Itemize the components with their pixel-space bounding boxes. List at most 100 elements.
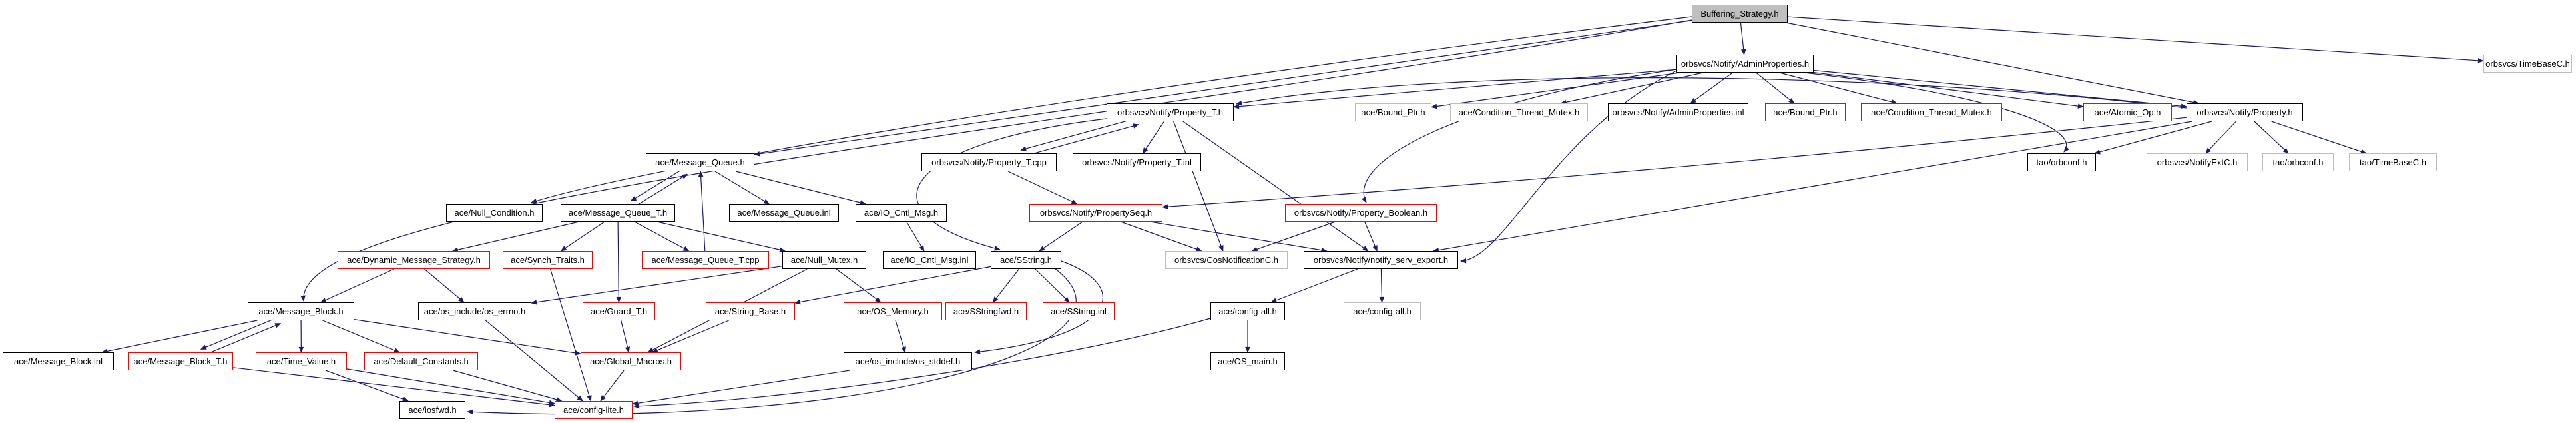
- node-sstring-h[interactable]: ace/SString.h: [991, 251, 1061, 269]
- edge-os_memory-to-os_stddef: [895, 320, 906, 353]
- edge-io_cntl_msg_h-to-io_cntl_msg_inl: [906, 221, 925, 252]
- edge-serv_export-to-config_all_gray: [1379, 268, 1385, 303]
- node-adminprops[interactable]: orbsvcs/Notify/AdminProperties.h: [1676, 55, 1814, 73]
- edge-time_value-to-config_lite: [346, 368, 555, 406]
- node-message-queue-h[interactable]: ace/Message_Queue.h: [646, 153, 754, 171]
- node-bound-ptr-gray[interactable]: ace/Bound_Ptr.h: [1355, 103, 1431, 121]
- edge-dynamic_msg-to-message_block_h: [320, 268, 395, 303]
- node-bound-ptr-red[interactable]: ace/Bound_Ptr.h: [1765, 103, 1846, 121]
- node-cond-mutex-gray[interactable]: ace/Condition_Thread_Mutex.h: [1450, 103, 1588, 121]
- node-dynamic-msg[interactable]: ace/Dynamic_Message_Strategy.h: [338, 251, 490, 269]
- edge-message_queue_h-to-message_queue_inl: [714, 171, 770, 205]
- node-timebasec-far[interactable]: orbsvcs/TimeBaseC.h: [2483, 55, 2572, 73]
- node-time-value[interactable]: ace/Time_Value.h: [256, 352, 347, 370]
- edge-property_boolean-to-cosnotificationc: [1251, 221, 1336, 252]
- node-synch-traits[interactable]: ace/Synch_Traits.h: [503, 251, 593, 269]
- node-cosnotificationc[interactable]: orbsvcs/CosNotificationC.h: [1165, 251, 1288, 269]
- node-null-mutex[interactable]: ace/Null_Mutex.h: [782, 251, 866, 269]
- node-io-cntl-msg-inl[interactable]: ace/IO_Cntl_Msg.inl: [883, 251, 976, 269]
- node-cond-mutex-red[interactable]: ace/Condition_Thread_Mutex.h: [1861, 103, 2002, 121]
- node-property-boolean[interactable]: orbsvcs/Notify/Property_Boolean.h: [1285, 204, 1437, 222]
- edge-message_queue_h-to-io_cntl_msg_h: [735, 171, 866, 205]
- node-global-macros[interactable]: ace/Global_Macros.h: [581, 352, 681, 370]
- node-sstring-inl[interactable]: ace/SString.inl: [1043, 302, 1115, 320]
- edge-message_block_h-to-message_block_inl: [101, 320, 258, 354]
- edge-config_all_black-to-config_lite: [633, 318, 1211, 409]
- edge-message_queue_t_h-to-guard_t: [616, 221, 622, 303]
- node-os-stddef[interactable]: ace/os_include/os_stddef.h: [844, 352, 972, 370]
- edge-adminprops-to-property_t_h: [1233, 69, 1677, 109]
- node-io-cntl-msg-h[interactable]: ace/IO_Cntl_Msg.h: [856, 204, 947, 222]
- edge-property_t_h-to-cosnotificationc: [1173, 121, 1224, 252]
- edge-sstring_h-to-string_base: [794, 266, 991, 305]
- edge-property_t_cpp-to-propertyseq: [1007, 171, 1078, 205]
- edge-sstring_h-to-sstringfwd: [992, 268, 1019, 303]
- edge-buffering-to-timebasec_far: [1787, 16, 2484, 63]
- node-tao-timebasec[interactable]: tao/TimeBaseC.h: [2349, 153, 2437, 171]
- node-null-condition[interactable]: ace/Null_Condition.h: [446, 204, 543, 222]
- edge-os_stddef-to-config_lite: [632, 370, 850, 406]
- node-string-base[interactable]: ace/String_Base.h: [706, 302, 795, 320]
- node-mq-t-cpp[interactable]: ace/Message_Queue_T.cpp: [642, 251, 769, 269]
- node-atomic-op[interactable]: ace/Atomic_Op.h: [2083, 103, 2172, 121]
- edge-message_block_h-to-default_constants: [322, 320, 400, 353]
- node-notifyextc[interactable]: orbsvcs/NotifyExtC.h: [2147, 153, 2248, 171]
- node-tao-orbconf-black[interactable]: tao/orbconf.h: [2027, 153, 2096, 171]
- node-buffering[interactable]: Buffering_Strategy.h: [1692, 5, 1788, 23]
- node-message-queue-inl[interactable]: ace/Message_Queue.inl: [729, 204, 839, 222]
- node-message-block-t[interactable]: ace/Message_Block_T.h: [128, 352, 233, 370]
- node-sstringfwd[interactable]: ace/SStringfwd.h: [945, 302, 1027, 320]
- node-property-h[interactable]: orbsvcs/Notify/Property.h: [2187, 103, 2303, 121]
- edge-property_t_h-to-serv_export: [1182, 121, 1369, 252]
- node-tao-orbconf-gray[interactable]: tao/orbconf.h: [2262, 153, 2334, 171]
- node-message-block-inl[interactable]: ace/Message_Block.inl: [3, 352, 114, 370]
- node-adminprops-inl[interactable]: orbsvcs/Notify/AdminProperties.inl: [1608, 103, 1748, 121]
- edge-adminprops-to-cond_mutex_gray: [1560, 72, 1704, 105]
- edge-property_h-to-tao_timebasec: [2271, 121, 2367, 154]
- node-config-all-gray[interactable]: ace/config-all.h: [1344, 302, 1421, 320]
- node-os-errno[interactable]: ace/os_include/os_errno.h: [418, 302, 531, 320]
- edge-adminprops-to-bound_ptr_gray: [1431, 72, 1680, 109]
- edge-synch_traits-to-config_lite: [550, 268, 592, 402]
- node-serv-export[interactable]: orbsvcs/Notify/notify_serv_export.h: [1304, 251, 1458, 269]
- edge-message_block_h-to-global_macros: [354, 319, 581, 356]
- node-property-t-inl[interactable]: orbsvcs/Notify/Property_T.inl: [1073, 153, 1201, 171]
- node-message-queue-t-h[interactable]: ace/Message_Queue_T.h: [561, 204, 675, 222]
- edge-property_boolean-to-serv_export: [1364, 221, 1378, 252]
- edge-message_block_h-to-message_block_t: [200, 316, 278, 350]
- node-property-t-cpp[interactable]: orbsvcs/Notify/Property_T.cpp: [921, 153, 1057, 171]
- edge-message_block_t-to-message_block_h: [203, 323, 282, 356]
- edge-os_errno-to-config_lite: [485, 320, 583, 402]
- edge-property_t_h-to-sstring_h: [916, 118, 1107, 251]
- edge-buffering-to-adminprops: [1740, 22, 1746, 55]
- node-message-block-h[interactable]: ace/Message_Block.h: [248, 302, 354, 320]
- node-property-t-h[interactable]: orbsvcs/Notify/Property_T.h: [1107, 103, 1234, 121]
- node-os-main[interactable]: ace/OS_main.h: [1210, 352, 1285, 370]
- node-iosfwd[interactable]: ace/iosfwd.h: [399, 401, 465, 419]
- edge-message_queue_t_h-to-null_mutex: [656, 221, 786, 252]
- node-config-all-black[interactable]: ace/config-all.h: [1210, 302, 1285, 320]
- edge-adminprops-to-tao_orbconf_black: [1804, 72, 2069, 153]
- edge-message_queue_h-to-message_queue_t_h: [630, 168, 684, 202]
- edge-adminprops-to-bound_ptr_red: [1756, 72, 1795, 104]
- edge-property_h-to-notifyextc: [2205, 121, 2237, 154]
- edge-property_h-to-serv_export: [1433, 121, 2192, 253]
- edge-adminprops-to-serv_export: [1460, 70, 1677, 264]
- edge-adminprops-to-atomic_op: [1813, 72, 2084, 109]
- node-config-lite[interactable]: ace/config-lite.h: [555, 401, 633, 419]
- node-guard-t[interactable]: ace/Guard_T.h: [583, 302, 655, 320]
- edge-sstring_h-to-iosfwd: [467, 266, 1077, 415]
- edge-message_queue_t_h-to-dynamic_msg: [451, 221, 579, 252]
- edge-string_base-to-global_macros: [651, 320, 729, 353]
- edge-propertyseq-to-serv_export: [1150, 221, 1328, 253]
- edge-serv_export-to-config_all_black: [1270, 268, 1358, 303]
- edge-buffering-to-null_condition: [531, 16, 1692, 204]
- node-propertyseq[interactable]: orbsvcs/Notify/PropertySeq.h: [1029, 204, 1162, 222]
- node-default-constants[interactable]: ace/Default_Constants.h: [364, 352, 478, 370]
- edge-mq_t_cpp-to-message_queue_h: [698, 171, 706, 252]
- edge-default_constants-to-config_lite: [453, 370, 563, 402]
- edge-sstring_h-to-sstring_inl: [1035, 268, 1070, 303]
- edge-property_t_h-to-property_t_cpp: [1020, 117, 1137, 151]
- node-os-memory[interactable]: ace/OS_Memory.h: [844, 302, 942, 320]
